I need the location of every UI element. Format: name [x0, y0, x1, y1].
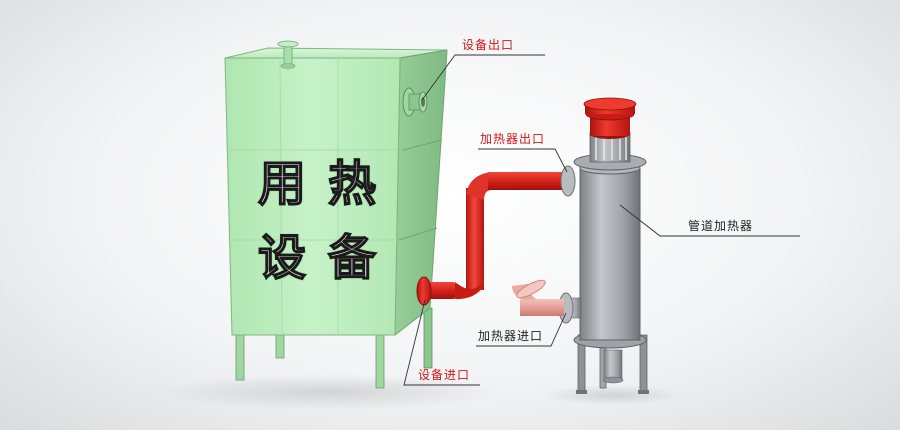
callout-equipment-outlet: 设备出口 — [462, 38, 515, 52]
heater-inlet-pipe — [520, 299, 564, 316]
heater-body — [579, 167, 641, 341]
callout-heater-inlet: 加热器进口 — [478, 329, 544, 343]
callout-heater-outlet: 加热器出口 — [480, 132, 546, 146]
tank-label-line1: 用热 — [257, 155, 399, 213]
callout-pipeline-heater: 管道加热器 — [688, 219, 754, 233]
heater-drain — [603, 349, 623, 381]
junction-box-cap — [583, 97, 637, 111]
tank-shadow — [160, 374, 500, 410]
inlet-pipe-flange — [516, 279, 546, 299]
tank-label-line2: 设备 — [257, 229, 399, 287]
top-vent-flange — [277, 40, 299, 48]
heater-shadow — [542, 385, 682, 405]
leader-equipment-inlet — [403, 299, 480, 386]
leader-equipment-outlet — [421, 54, 545, 101]
leader-heater-inlet — [476, 312, 567, 347]
red-pipe-horizontal — [488, 172, 566, 190]
leader-heater-outlet — [478, 148, 568, 173]
callout-equipment-inlet: 设备进口 — [418, 368, 471, 382]
heat-using-equipment-tank — [224, 40, 448, 389]
equipment-inlet-flange — [416, 276, 432, 306]
red-connecting-pipe — [416, 165, 576, 306]
heater-outlet-flange — [560, 165, 576, 197]
pipeline-heater — [512, 97, 649, 394]
tank-leg — [235, 327, 245, 381]
tank-leg — [375, 329, 385, 389]
tank-front — [224, 57, 401, 336]
tank-leg — [423, 307, 433, 369]
red-pipe-vertical — [466, 188, 484, 290]
leader-pipeline-heater — [619, 204, 800, 237]
callout-leaders — [403, 54, 800, 386]
